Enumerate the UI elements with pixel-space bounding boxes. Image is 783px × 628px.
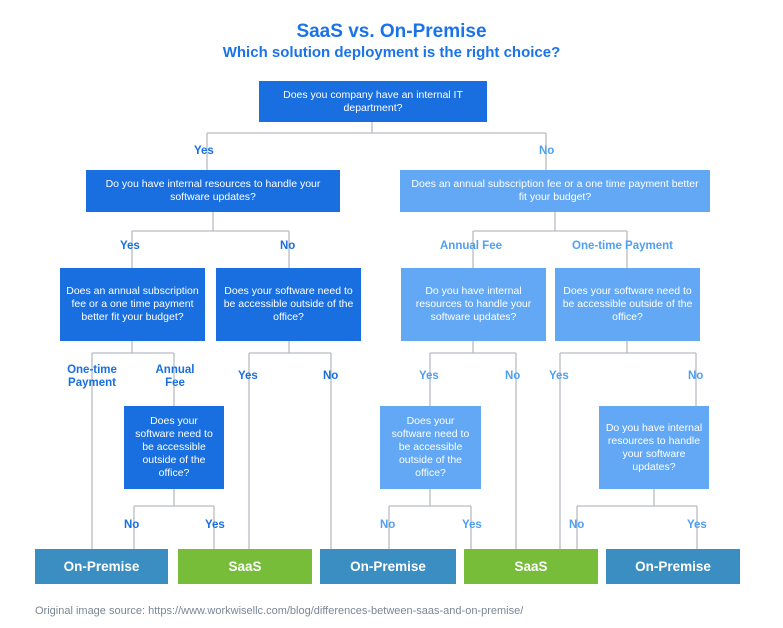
branch-label-yes: Yes	[419, 370, 439, 382]
root-question-text: Does you company have an internal IT dep…	[283, 88, 463, 114]
branch-label-no: No	[380, 519, 396, 531]
branch-label-onetime-payment: One-time Payment	[572, 240, 673, 252]
branch-label-yes: Yes	[687, 519, 707, 531]
resources-question-box-2: Do you have internal resources to handle…	[401, 268, 546, 341]
outcome-on-premise: On-Premise	[320, 549, 456, 584]
branch-label-yes: Yes	[194, 145, 214, 157]
branch-label-yes: Yes	[238, 370, 258, 382]
access-question-box: Does your software need to be accessible…	[216, 268, 361, 341]
resources-question-box-3: Do you have internal resources to handle…	[599, 406, 709, 489]
resources-question-box: Do you have internal resources to handle…	[86, 170, 340, 212]
page-title: SaaS vs. On-Premise	[296, 21, 487, 42]
label-line: One-time	[67, 364, 117, 376]
outcome-saas: SaaS	[178, 549, 312, 584]
resources-question-text: Do you have internal resources to handle…	[105, 178, 321, 203]
outcome-on-premise: On-Premise	[35, 549, 168, 584]
access-question-text-4: Does your software need to be accessible…	[391, 415, 470, 479]
branch-label-yes: Yes	[549, 370, 569, 382]
branch-label-no: No	[505, 370, 521, 382]
access-question-text-3: Does your software need to be accessible…	[135, 415, 213, 479]
budget-question-box-2: Does an annual subscription fee or a one…	[60, 268, 205, 341]
branch-label-yes: Yes	[205, 519, 225, 531]
access-question-box-4: Does your software need to be accessible…	[380, 406, 481, 489]
outcome-saas: SaaS	[464, 549, 598, 584]
branch-label-no: No	[280, 240, 296, 252]
branch-label-no: No	[688, 370, 704, 382]
outcome-on-premise: On-Premise	[606, 549, 740, 584]
source-caption: Original image source: https://www.workw…	[35, 605, 524, 617]
branch-label-yes: Yes	[120, 240, 140, 252]
budget-question-box: Does an annual subscription fee or a one…	[400, 170, 710, 212]
branch-label-no: No	[124, 519, 140, 531]
root-question-box: Does you company have an internal IT dep…	[259, 81, 487, 122]
branch-label-yes: Yes	[462, 519, 482, 531]
access-question-text-2: Does your software need to be accessible…	[562, 285, 693, 323]
budget-question-text: Does an annual subscription fee or a one…	[411, 178, 699, 203]
access-question-box-3: Does your software need to be accessible…	[124, 406, 224, 489]
access-question-text: Does your software need to be accessible…	[223, 285, 354, 323]
resources-question-text-3: Do you have internal resources to handle…	[605, 421, 703, 473]
branch-label-no: No	[539, 145, 555, 157]
label-line: Payment	[68, 377, 116, 389]
branch-label-no: No	[569, 519, 585, 531]
label-line: Annual	[155, 364, 195, 376]
budget-question-text-2: Does an annual subscription fee or a one…	[66, 285, 199, 323]
branch-label-no: No	[323, 370, 339, 382]
resources-question-text-2: Do you have internal resources to handle…	[415, 285, 532, 323]
page-subtitle: Which solution deployment is the right c…	[222, 44, 561, 61]
access-question-box-2: Does your software need to be accessible…	[555, 268, 700, 341]
label-line: Fee	[165, 377, 185, 389]
branch-label-annual-fee: Annual Fee	[440, 240, 502, 252]
